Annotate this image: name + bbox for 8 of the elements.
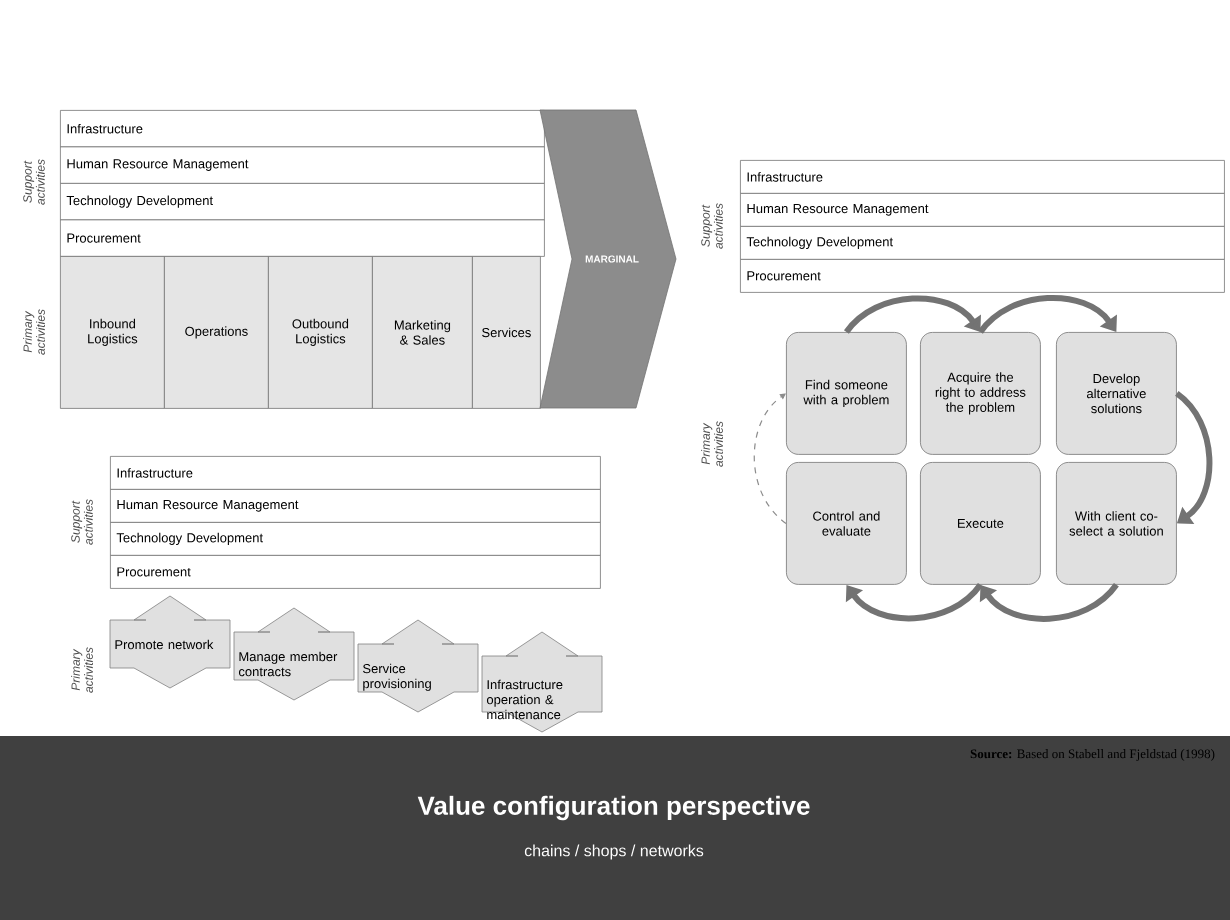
caption: chains / shops / networks xyxy=(524,844,704,860)
title: Value configuration perspective xyxy=(417,795,810,821)
cycle-arrow xyxy=(978,295,1117,334)
cycle-arrow xyxy=(845,582,983,622)
cycle-arrow xyxy=(979,582,1119,622)
cycle-arrow xyxy=(1174,391,1213,524)
cycle-arrow xyxy=(753,393,787,524)
cycle-arrow xyxy=(844,295,981,334)
